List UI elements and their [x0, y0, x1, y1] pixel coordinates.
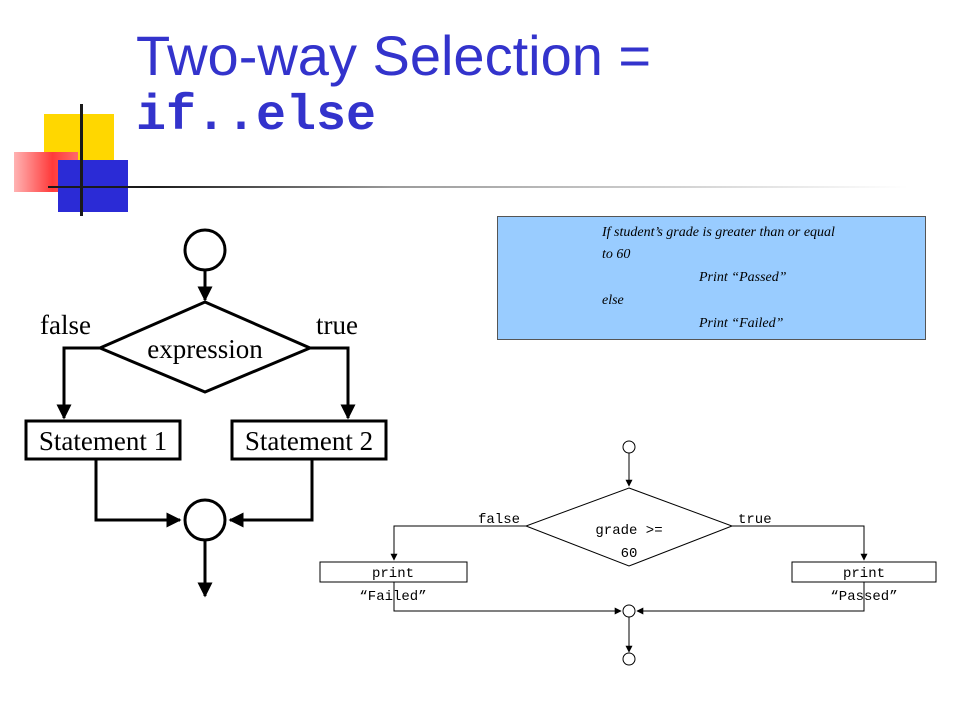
- true-branch-label: true: [316, 310, 358, 340]
- false-branch-arrow: [56, 346, 100, 420]
- merge-right-arrow: [228, 459, 314, 528]
- decision-label: expression: [147, 334, 263, 364]
- example-end-node: [622, 652, 636, 666]
- grade-decision-line-1: grade >=: [595, 523, 662, 539]
- pseudocode-line-1: If student’s grade is greater than or eq…: [602, 225, 835, 240]
- print-failed-line-1: print: [372, 566, 414, 582]
- true-branch-arrow: [310, 346, 356, 420]
- false-branch-label: false: [40, 310, 91, 340]
- example-merge-right-arrow: [636, 582, 865, 615]
- slide-title: Two-way Selection = if..else: [136, 28, 651, 142]
- example-true-label: true: [738, 512, 772, 528]
- pseudocode-line-5: Print “Failed”: [699, 316, 784, 331]
- pseudocode-line-2: to 60: [602, 247, 631, 262]
- example-merge-left-arrow: [393, 582, 622, 615]
- title-code: if..else: [136, 88, 377, 145]
- example-false-arrow: [390, 525, 526, 561]
- statement-1-box: [24, 419, 182, 461]
- statement-2-box: [230, 419, 388, 461]
- grade-decision-diamond: [524, 487, 734, 567]
- example-true-arrow: [732, 525, 868, 561]
- merge-left-arrow: [94, 459, 182, 528]
- example-merge-node: [622, 604, 636, 618]
- example-start-node: [622, 440, 636, 454]
- statement-2-label: Statement 2: [245, 426, 373, 456]
- title-underline: [48, 186, 908, 188]
- pseudocode-line-3: Print “Passed”: [699, 270, 787, 285]
- example-false-label: false: [478, 512, 520, 528]
- decision-diamond: [96, 300, 314, 394]
- decor-vertical-line: [80, 104, 83, 216]
- pseudocode-line-4: else: [602, 293, 624, 308]
- statement-1-label: Statement 1: [39, 426, 167, 456]
- print-failed-line-2: “Failed”: [359, 589, 426, 605]
- title-text: Two-way Selection =: [136, 24, 652, 87]
- pseudocode-box: If student’s grade is greater than or eq…: [497, 216, 926, 340]
- print-passed-line-1: print: [843, 566, 885, 582]
- grade-decision-line-2: 60: [621, 546, 638, 562]
